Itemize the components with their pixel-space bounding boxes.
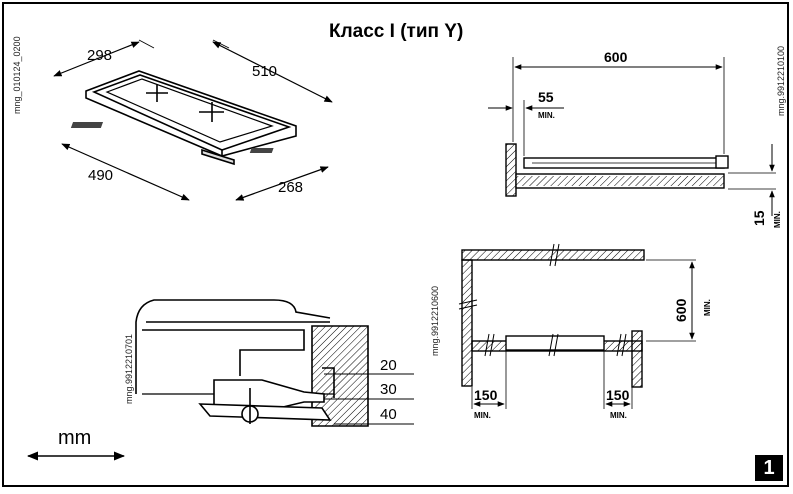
title: Класс I (тип Y) <box>329 21 463 42</box>
min-150-right: MIN. <box>610 411 627 420</box>
dim-600-cabinet: 600 <box>673 298 689 322</box>
dim-298: 298 <box>87 47 112 64</box>
dim-510: 510 <box>252 63 277 80</box>
min-55: MIN. <box>538 111 555 120</box>
dim-490: 490 <box>88 167 113 184</box>
units-label: mm <box>58 427 91 449</box>
code-top-right: mng.9912210100 <box>776 46 786 116</box>
hob-dimension-lines <box>53 39 333 201</box>
min-15: MIN. <box>773 211 782 228</box>
dim-150-right: 150 <box>606 387 630 403</box>
diagram-canvas: Класс I (тип Y) mng_010124_0200 mng.9912… <box>12 21 786 461</box>
figure-number-badge: 1 <box>755 455 783 481</box>
section-detail <box>135 299 414 427</box>
code-top-left: mng_010124_0200 <box>12 36 22 114</box>
code-bottom-left: mng.9912210701 <box>124 334 134 404</box>
dim-268: 268 <box>278 179 303 196</box>
diagram-frame: Класс I (тип Y) mng_010124_0200 mng.9912… <box>2 2 789 487</box>
dim-600-side: 600 <box>604 49 628 65</box>
dim-55: 55 <box>538 89 554 105</box>
dim-15: 15 <box>751 210 767 226</box>
cabinet-view <box>458 243 696 409</box>
dim-150-left: 150 <box>474 387 498 403</box>
dim-30: 30 <box>380 381 397 398</box>
code-bottom-middle: mng.9912210600 <box>430 286 440 356</box>
dim-20: 20 <box>380 357 397 374</box>
dim-40: 40 <box>380 406 397 423</box>
side-view <box>488 57 776 216</box>
min-150-left: MIN. <box>474 411 491 420</box>
hob-isometric <box>70 70 297 166</box>
min-600-cabinet: MIN. <box>703 299 712 316</box>
